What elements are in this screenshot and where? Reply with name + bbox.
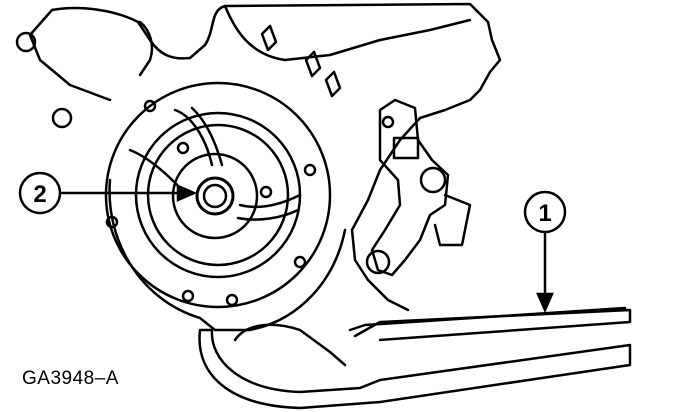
holding-tool-jaw — [233, 323, 347, 367]
bracket-bolt — [381, 115, 395, 129]
callout-1: 1 — [523, 190, 567, 234]
pulley-hub-ring — [171, 152, 259, 240]
holding-tool-upper — [353, 308, 632, 342]
callout-1-arrowhead — [536, 292, 554, 314]
engine-block-outline — [50, 2, 502, 312]
pulley-inner-ring — [146, 123, 290, 267]
crank-bolt-washer — [202, 183, 228, 209]
hub-plate-outer — [104, 81, 332, 309]
block-inner-edge — [138, 20, 154, 77]
pulley-hole-2 — [259, 185, 273, 199]
cover-bolt-4 — [225, 293, 239, 307]
engine-bracket — [370, 98, 450, 277]
cover-bolt-5 — [293, 255, 307, 269]
pulley-spoke-upper-b — [190, 106, 224, 167]
dowel-pins — [260, 24, 342, 98]
block-upper-ridge — [223, 4, 472, 62]
cover-bolt-3 — [181, 289, 195, 303]
callout-1-label: 1 — [538, 200, 551, 227]
callout-2: 2 — [18, 171, 62, 215]
lower-bolt — [365, 249, 391, 275]
figure-id-label: GA3948–A — [22, 368, 119, 389]
pulley-spoke-right — [238, 193, 302, 209]
callout-2-label: 2 — [33, 181, 46, 208]
pulley-outer-ring — [134, 111, 302, 279]
bracket-tab — [433, 193, 472, 247]
bracket-eye — [419, 166, 447, 194]
holding-tool-bar — [198, 328, 632, 410]
left-bracket — [28, 8, 112, 102]
pulley-spoke-right-b — [236, 208, 300, 221]
cover-bolt-2 — [105, 215, 119, 229]
upper-left-bolt — [15, 31, 37, 53]
cover-bolt-1 — [143, 99, 157, 113]
pulley-spoke-upper — [173, 108, 214, 167]
pulley-hole-1 — [176, 141, 190, 155]
callout-2-arrowhead — [176, 184, 198, 202]
cover-bolt-6 — [303, 163, 317, 177]
bracket-slot — [392, 136, 420, 160]
hub-plate-flange — [108, 178, 347, 332]
mid-left-bolt — [51, 107, 73, 129]
crank-bolt-head — [195, 176, 235, 216]
